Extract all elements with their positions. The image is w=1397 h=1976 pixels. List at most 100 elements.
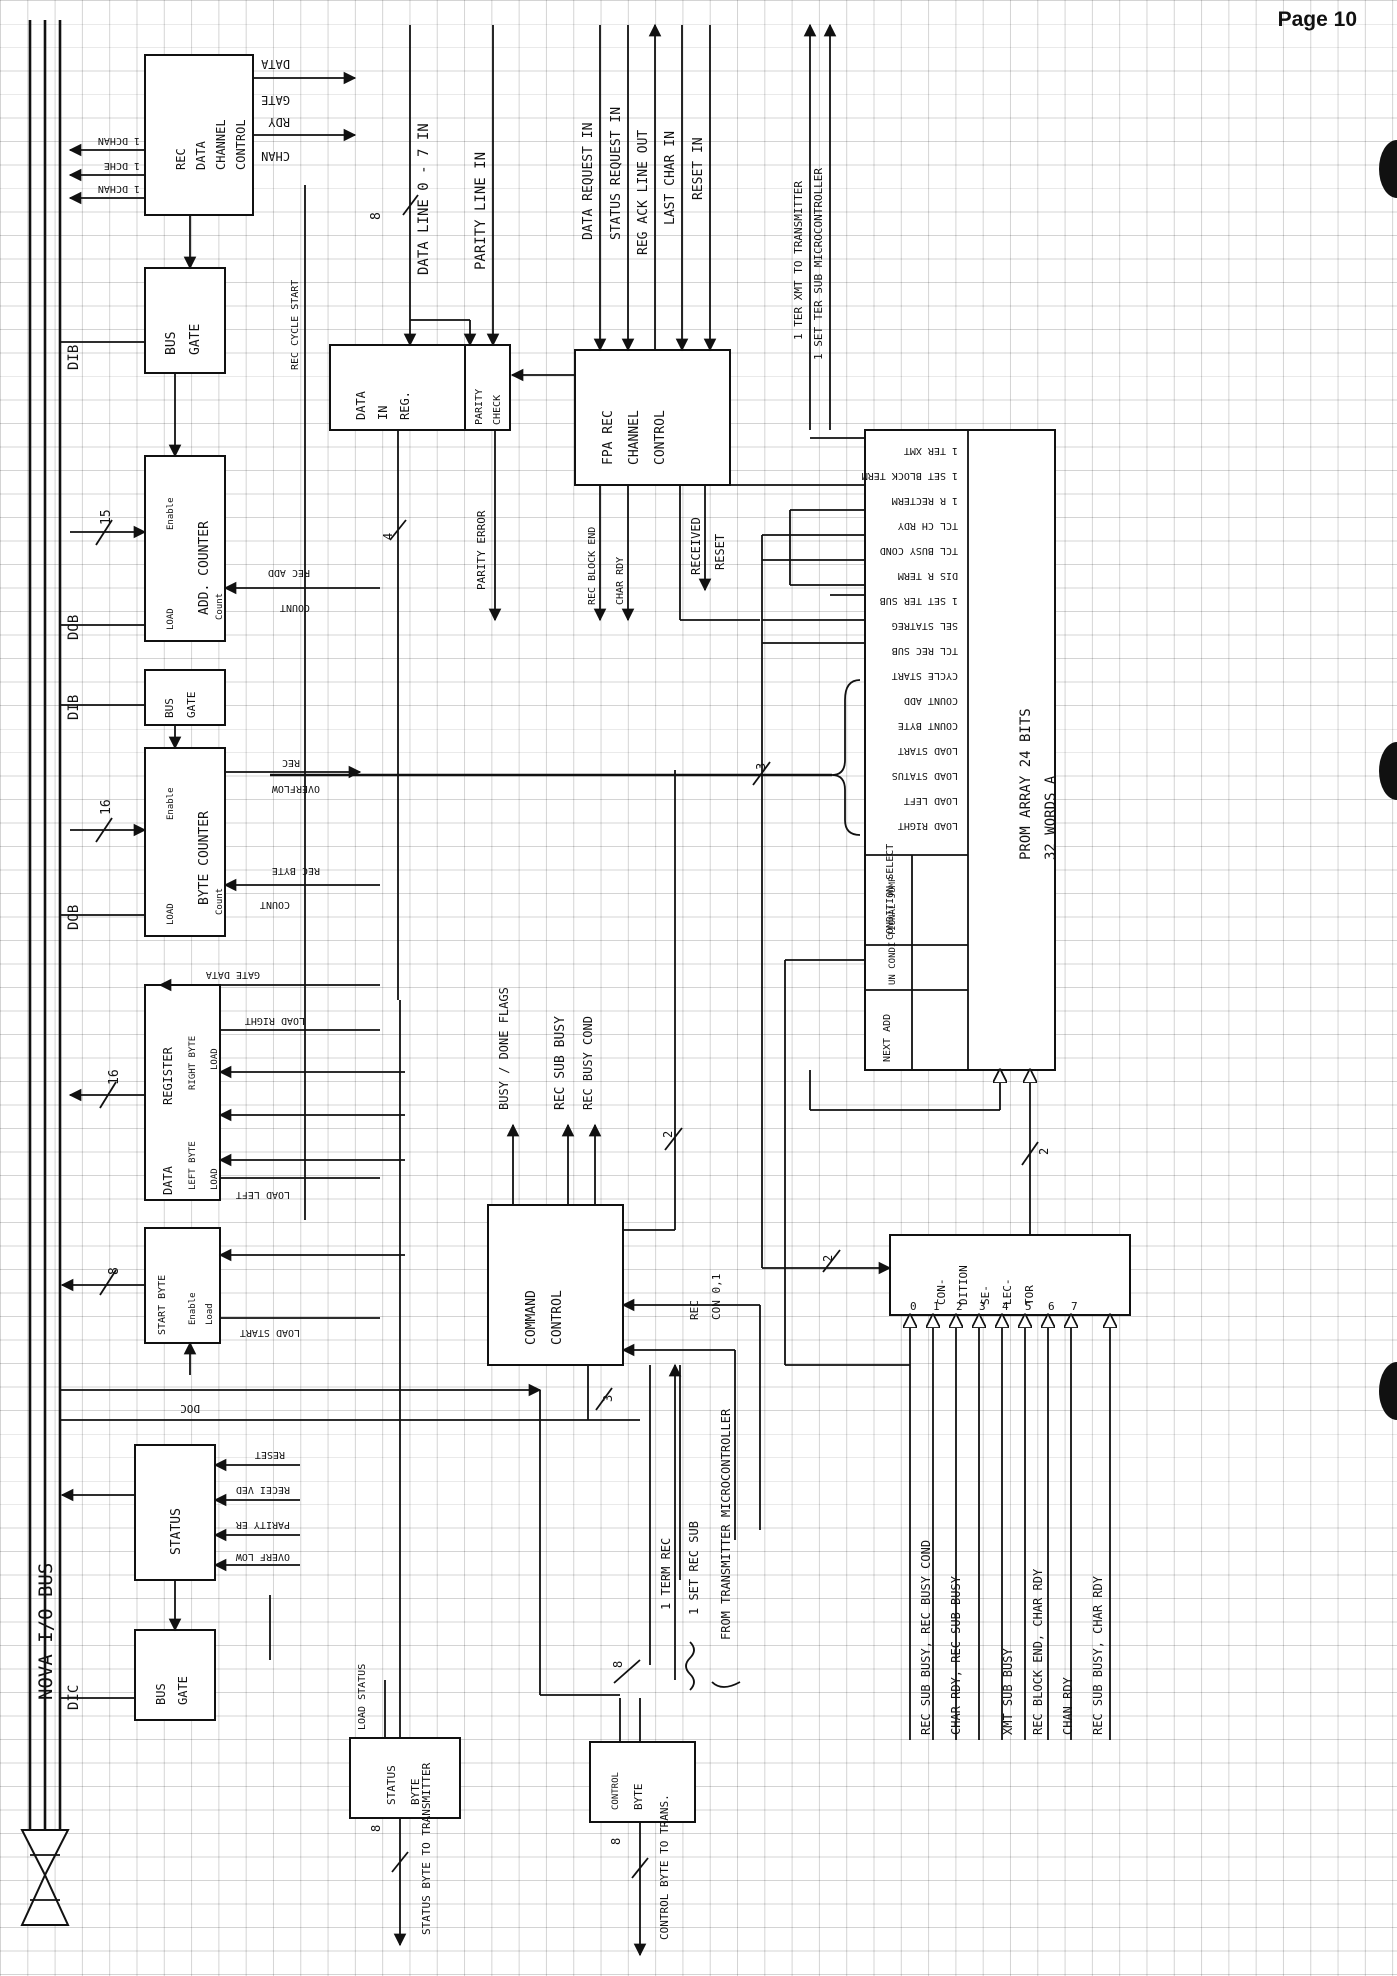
svg-text:REC BLOCK END: REC BLOCK END	[587, 527, 598, 605]
svg-text:COUNT: COUNT	[260, 899, 290, 910]
svg-text:CON 0,1: CON 0,1	[710, 1274, 723, 1320]
svg-text:ADD. COUNTER: ADD. COUNTER	[197, 521, 212, 615]
svg-text:COUNT BYTE: COUNT BYTE	[898, 720, 958, 731]
svg-text:NOVA I/O BUS: NOVA I/O BUS	[35, 1563, 57, 1700]
svg-text:RESET: RESET	[713, 534, 727, 570]
svg-text:CHANNEL: CHANNEL	[627, 410, 642, 465]
svg-text:REC: REC	[688, 1300, 701, 1320]
svg-text:LOAD: LOAD	[166, 608, 176, 630]
svg-text:LEC-: LEC-	[1001, 1279, 1014, 1306]
svg-text:2: 2	[1037, 1148, 1051, 1155]
svg-text:LOAD STATUS: LOAD STATUS	[357, 1664, 368, 1730]
byte-counter-block: BYTE COUNTER LOAD Enable Count DOB 16	[60, 725, 226, 937]
svg-text:DIS R TERM: DIS R TERM	[898, 570, 958, 581]
svg-text:Load: Load	[205, 1303, 215, 1325]
to-transmitter-lines: 1 TER XMT TO TRANSMITTER 1 SET TER SUB M…	[792, 23, 837, 430]
svg-text:PROM ARRAY 24 BITS: PROM ARRAY 24 BITS	[1018, 708, 1034, 860]
svg-text:REC SUB BUSY, REC BUSY COND: REC SUB BUSY, REC BUSY COND	[919, 1540, 933, 1735]
svg-text:STATUS: STATUS	[385, 1765, 398, 1805]
svg-text:3: 3	[979, 1300, 986, 1313]
parity-check-label: PARITY CHECK	[474, 389, 503, 425]
svg-text:REC: REC	[174, 148, 188, 170]
status-block: STATUS RESET RECEI VED PARITY ER OVERF L…	[60, 1444, 300, 1581]
bus-gate-mid-block: BUS GATE DIB	[60, 669, 226, 726]
svg-text:1 DCHAN: 1 DCHAN	[98, 183, 140, 194]
svg-text:REC CYCLE START: REC CYCLE START	[290, 280, 301, 370]
svg-text:LOAD LEFT: LOAD LEFT	[904, 795, 958, 806]
channel-in-signals: DATA REQUEST IN STATUS REQUEST IN REG AC…	[581, 23, 717, 352]
svg-text:DATA: DATA	[354, 390, 368, 420]
fpa-outputs: REC BLOCK END CHAR RDY RECEIVED RESET	[587, 485, 760, 622]
svg-text:REC SUB BUSY: REC SUB BUSY	[553, 1016, 568, 1110]
svg-text:8: 8	[369, 1825, 383, 1832]
svg-text:STATUS: STATUS	[169, 1508, 184, 1555]
svg-text:FPA REC: FPA REC	[601, 410, 616, 465]
svg-text:LOAD: LOAD	[210, 1048, 220, 1070]
svg-text:RECEIVED: RECEIVED	[689, 517, 703, 575]
condition-input-labels: REC SUB BUSY, REC BUSY COND CHAR RDY, RE…	[919, 1540, 1105, 1735]
svg-text:8: 8	[369, 212, 384, 220]
svg-text:8: 8	[609, 1838, 623, 1845]
svg-text:BYTE COUNTER: BYTE COUNTER	[197, 811, 212, 905]
svg-text:1 SET REC SUB: 1 SET REC SUB	[687, 1521, 701, 1615]
svg-text:CYCLE START: CYCLE START	[892, 670, 958, 681]
condition-input-wires	[910, 1315, 1110, 1740]
svg-text:32 WORDS A: 32 WORDS A	[1043, 775, 1059, 860]
svg-text:GATE: GATE	[185, 692, 198, 719]
svg-text:OVERFLOW: OVERFLOW	[271, 783, 320, 794]
condition-selector-block: CON- DITION SE- LEC- TOR 0 1 2 3 4 5 6 7…	[762, 959, 1131, 1366]
rec-data-channel-control-block: REC DATA CHANNEL CONTROL	[144, 54, 254, 216]
svg-text:Enable: Enable	[166, 787, 176, 820]
svg-text:1 DCHAN: 1 DCHAN	[98, 135, 140, 146]
svg-text:TCL CH RDY: TCL CH RDY	[898, 520, 958, 531]
svg-text:CHECK: CHECK	[492, 395, 503, 425]
svg-text:DITION: DITION	[957, 1265, 970, 1305]
bus-gate-top-block: BUS GATE DIB	[60, 215, 226, 374]
svg-text:DIB: DIB	[66, 695, 82, 720]
svg-text:8: 8	[611, 1661, 625, 1668]
svg-text:CONDITION SELECT: CONDITION SELECT	[885, 844, 896, 940]
svg-text:BUSY / DONE FLAGS: BUSY / DONE FLAGS	[497, 987, 511, 1110]
svg-text:DATA: DATA	[260, 57, 290, 71]
condition-input-numbers: 0 1 2 3 4 5 6 7	[910, 1300, 1078, 1313]
svg-text:RECEI VED: RECEI VED	[236, 1484, 290, 1495]
svg-text:6: 6	[1048, 1300, 1055, 1313]
parity-error-line: PARITY ERROR 4	[381, 430, 502, 1000]
svg-text:REC BLOCK END, CHAR RDY: REC BLOCK END, CHAR RDY	[1031, 1568, 1045, 1735]
svg-text:PARITY: PARITY	[474, 389, 485, 425]
svg-text:2: 2	[956, 1300, 963, 1313]
svg-text:CONTROL: CONTROL	[611, 1772, 621, 1810]
binder-hole-middle	[1379, 742, 1397, 800]
svg-text:START BYTE: START BYTE	[157, 1275, 168, 1335]
svg-text:3: 3	[754, 763, 768, 770]
svg-text:16: 16	[107, 1069, 122, 1085]
svg-text:LEFT BYTE: LEFT BYTE	[188, 1141, 198, 1190]
svg-text:1 TERM REC: 1 TERM REC	[659, 1538, 673, 1610]
svg-text:LOAD START: LOAD START	[240, 1327, 300, 1338]
svg-text:5: 5	[1025, 1300, 1032, 1313]
svg-text:CHAN: CHAN	[261, 149, 290, 163]
svg-text:STATUS REQUEST IN: STATUS REQUEST IN	[609, 107, 624, 240]
svg-text:LOAD START: LOAD START	[898, 745, 958, 756]
command-control-block: COMMAND CONTROL BUSY / DONE FLAGS REC SU…	[60, 770, 761, 1696]
svg-text:COUNT: COUNT	[280, 602, 310, 613]
binder-hole-top	[1379, 140, 1397, 198]
svg-text:TCL BUSY COND: TCL BUSY COND	[880, 545, 958, 556]
svg-text:7: 7	[1071, 1300, 1078, 1313]
svg-text:RESET: RESET	[255, 1449, 285, 1460]
data-in-reg-block: DATA IN REG. PARITY CHECK	[329, 344, 511, 431]
svg-text:COUNT ADD: COUNT ADD	[904, 695, 958, 706]
svg-text:1 R RECTERM: 1 R RECTERM	[892, 495, 958, 506]
svg-text:UN CONDI TIONAL JUMP: UN CONDI TIONAL JUMP	[888, 876, 898, 985]
svg-text:16: 16	[99, 799, 114, 815]
svg-text:DOB: DOB	[66, 905, 82, 930]
svg-text:LOAD LEFT: LOAD LEFT	[236, 1189, 290, 1200]
svg-text:3: 3	[601, 1395, 615, 1402]
svg-text:CHAR RDY: CHAR RDY	[615, 557, 626, 605]
svg-text:REC BUSY COND: REC BUSY COND	[581, 1016, 595, 1110]
svg-text:4: 4	[381, 533, 395, 540]
svg-text:CON-: CON-	[935, 1279, 948, 1306]
svg-text:LOAD: LOAD	[210, 1168, 220, 1190]
